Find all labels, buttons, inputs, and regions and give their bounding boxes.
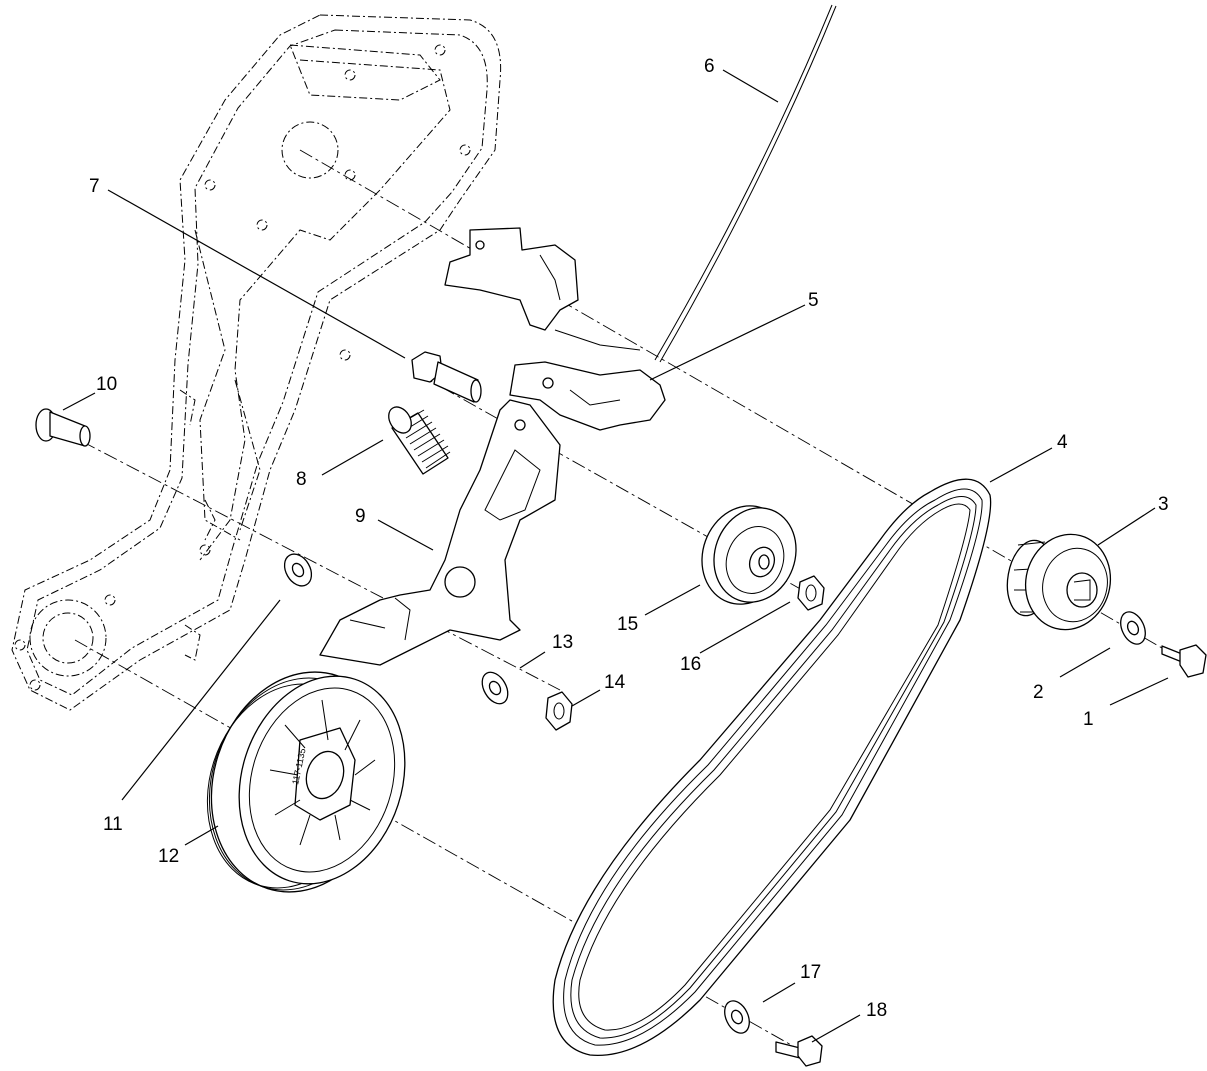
part-6-cable [654, 4, 837, 363]
callout-13: 13 [552, 632, 573, 653]
part-8-spring [388, 406, 451, 475]
part-7-bolt [411, 351, 482, 403]
frame-housing-ghost [11, 14, 502, 711]
callout-1: 1 [1083, 709, 1094, 730]
callout-8: 8 [296, 469, 307, 490]
callout-4: 4 [1057, 432, 1068, 453]
callout-3: 3 [1158, 494, 1169, 515]
part-3-engine-pulley [1006, 533, 1112, 631]
callout-labels: 1 2 3 4 5 6 7 8 9 10 11 12 13 14 15 16 1… [89, 56, 1169, 1021]
part-1-bolt [1161, 644, 1207, 678]
part-13-washer [481, 671, 509, 705]
callout-16: 16 [680, 654, 701, 675]
callout-6: 6 [704, 56, 715, 77]
callout-2: 2 [1033, 682, 1044, 703]
part-4-v-belt [552, 478, 992, 1057]
callout-9: 9 [355, 506, 366, 527]
callout-14: 14 [604, 672, 626, 693]
part-10-shoulder-bolt [35, 408, 91, 447]
callout-11: 11 [103, 814, 123, 835]
part-14-locknut [545, 691, 573, 731]
part-17-washer [724, 1000, 750, 1034]
leader-lines [62, 69, 1169, 1043]
part-9-idler-arm [319, 399, 561, 666]
part-16-locknut [797, 575, 825, 611]
part-11-washer [283, 553, 313, 587]
callout-5: 5 [808, 290, 819, 311]
part-18-bolt [775, 1035, 823, 1067]
part-15-idler-pulley [701, 505, 797, 605]
callout-7: 7 [89, 176, 100, 197]
callout-18: 18 [866, 1000, 887, 1021]
part-2-washer [1120, 611, 1146, 645]
part-12-drive-pulley: 117-1135 [206, 671, 406, 893]
callout-10: 10 [96, 374, 117, 395]
part-5-idler-bracket [444, 227, 666, 431]
callout-12: 12 [158, 846, 179, 867]
callout-15: 15 [617, 614, 638, 635]
callout-17: 17 [800, 962, 821, 983]
